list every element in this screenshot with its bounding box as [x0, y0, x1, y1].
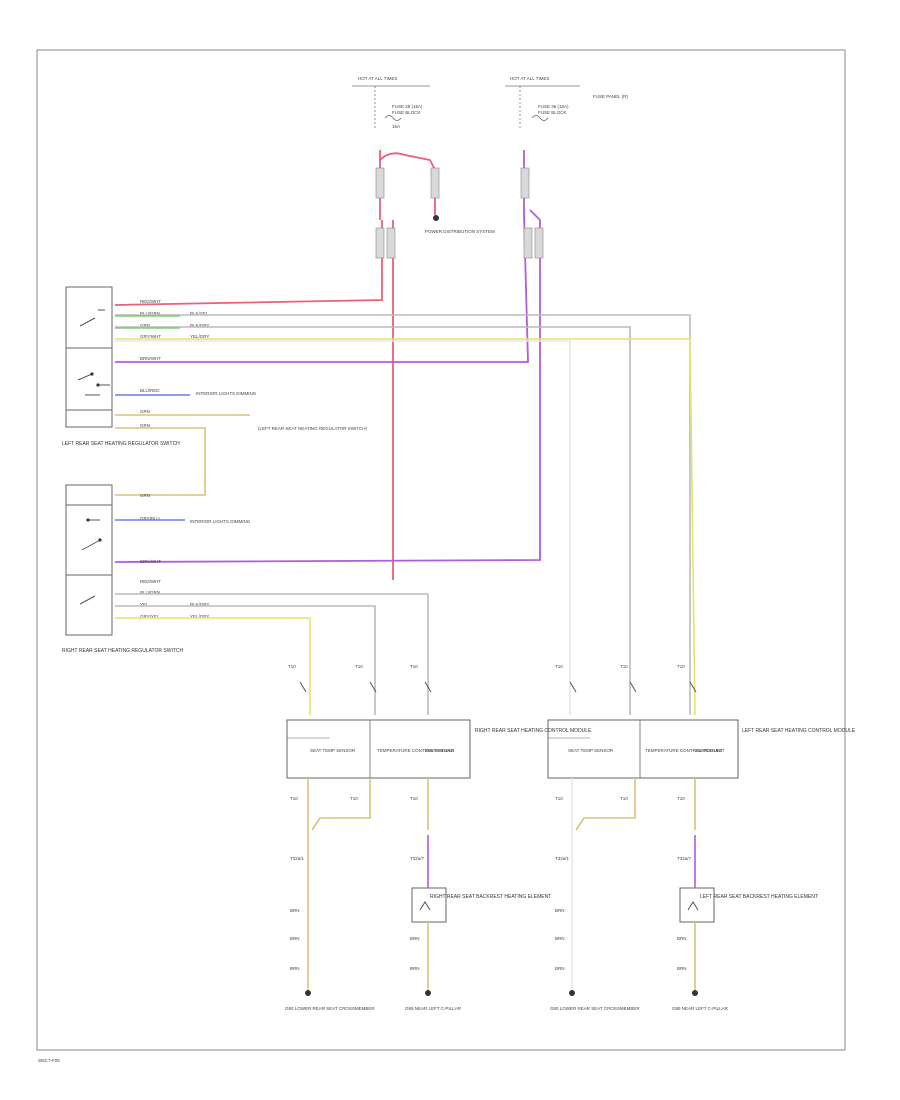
connector-blocks — [375, 167, 544, 259]
svg-text:T10: T10 — [620, 796, 628, 801]
svg-text:T10: T10 — [555, 796, 563, 801]
lm-name: LEFT REAR SEAT HEATING CONTROL MODULE — [742, 728, 856, 734]
svg-text:T10: T10 — [288, 664, 296, 669]
rm-wire-brn2: BRN — [290, 936, 300, 941]
lm-pin-b: T32a/7 — [677, 856, 692, 861]
lm-ground: G80 LOWER REAR SEAT CROSSMEMBER — [550, 1006, 640, 1011]
lm-pin-a: T32a/1 — [555, 856, 570, 861]
ls-dimming-sub: (LEFT REAR SEAT HEATING REGULATOR SWITCH… — [258, 426, 368, 431]
svg-text:T10: T10 — [555, 664, 563, 669]
power-distribution-label: POWER DISTRIBUTION SYSTEM — [425, 229, 495, 234]
ls-dimming: INTERIOR LIGHTS DIMMING — [196, 391, 257, 396]
fuse-right-feed: HOT AT ALL TIMES — [510, 76, 550, 81]
lm-heater: LEFT REAR SEAT BACKREST HEATING ELEMENT — [700, 894, 818, 900]
svg-text:T10: T10 — [350, 796, 358, 801]
ls-tag-1: BLK/YEL — [190, 311, 209, 316]
rs-tag-1: BLK/GRY — [190, 602, 209, 607]
ls-tag-3: YEL/GRY — [190, 334, 209, 339]
rm-pin-a: T32a/1 — [290, 856, 305, 861]
fuse-right-box: FUSE BLOCK — [538, 110, 567, 115]
right-switch: RIGHT REAR SEAT HEATING REGULATOR SWITCH — [62, 484, 184, 654]
ls-wire-8: GRN — [140, 423, 150, 428]
lm-wire-brn2: BRN — [555, 936, 565, 941]
rs-wire-4: RED/WHT — [140, 579, 161, 584]
right-switch-wire-labels: GRN GRY/BLU BRN/WHT RED/WHT BLU/GRN YEL … — [140, 493, 251, 619]
rs-wire-3: BRN/WHT — [140, 559, 161, 564]
violet-wire — [114, 150, 541, 563]
lm-switch: SWITCH UNIT — [695, 748, 725, 753]
ls-wire-5: BRN/WHT — [140, 356, 161, 361]
fuse-left: HOT AT ALL TIMES FUSE 28 (15A) FUSE BLOC… — [352, 76, 430, 130]
lm-wire-brn5: BRN — [677, 966, 687, 971]
svg-text:T10: T10 — [355, 664, 363, 669]
rm-ground: G80 LOWER REAR SEAT CROSSMEMBER — [285, 1006, 375, 1011]
left-module: T10 T10 T10 SEAT TEMP SENSOR TEMPERATURE… — [547, 664, 856, 1011]
rm-pwr: TEMPERATURE CONTROL MODULE — [377, 748, 454, 753]
ls-wire-1: RED/WHT — [140, 299, 161, 304]
right-switch-wires — [115, 519, 429, 715]
lm-wire-brn3: BRN — [555, 966, 565, 971]
fuse-right-label: FUSE 36 (15A) — [538, 104, 569, 109]
lm-wire-brn4: BRN — [677, 936, 687, 941]
svg-text:T10: T10 — [410, 796, 418, 801]
lm-pwr: TEMPERATURE CONTROL MODULE — [645, 748, 722, 753]
left-switch-wire-labels: RED/WHT BLU/GRN GRN GRY/WHT BRN/WHT BLU/… — [140, 299, 368, 431]
ls-wire-4: GRY/WHT — [140, 334, 161, 339]
fuse-right-note: FUSE PANEL (R) — [593, 94, 629, 99]
ls-wire-7: GRN — [140, 409, 150, 414]
power-distribution-dot — [433, 215, 439, 221]
ls-wire-3: GRN — [140, 323, 150, 328]
rs-tag-2: YEL/GRY — [190, 614, 209, 619]
rm-switch: SWITCH UNIT — [425, 748, 455, 753]
svg-text:T10: T10 — [677, 664, 685, 669]
rm-wire-brn3: BRN — [290, 966, 300, 971]
fuse-left-feed: HOT AT ALL TIMES — [358, 76, 398, 81]
fuse-left-label: FUSE 28 (15A) — [392, 104, 423, 109]
svg-text:T10: T10 — [410, 664, 418, 669]
red-power-wire — [114, 150, 436, 580]
left-module-wires — [571, 778, 696, 990]
ls-tag-2: BLK/GRY — [190, 323, 209, 328]
rm-wire-brn: BRN — [290, 908, 300, 913]
rs-wire-2: GRY/BLU — [140, 516, 160, 521]
rm-name: RIGHT REAR SEAT HEATING CONTROL MODULE — [475, 728, 592, 734]
rs-wire-1: GRN — [140, 493, 150, 498]
left-switch: LEFT REAR SEAT HEATING REGULATOR SWITCH — [62, 286, 180, 447]
fuse-right: HOT AT ALL TIMES FUSE 36 (15A) FUSE BLOC… — [505, 76, 629, 130]
right-module: T10 T10 T10 SEAT TEMP SENSOR TEMPERATURE… — [285, 664, 592, 1011]
rm-wire-brn5: BRN — [410, 966, 420, 971]
rm-ground2: G89 NEAR LEFT C-PILLAR — [405, 1006, 462, 1011]
lm-wire-brn: BRN — [555, 908, 565, 913]
rs-wire-5: BLU/GRN — [140, 590, 160, 595]
svg-text:T10: T10 — [620, 664, 628, 669]
ls-wire-2: BLU/GRN — [140, 311, 160, 316]
fuse-left-amps: 15A — [392, 124, 400, 129]
rs-wire-7: GRY/YEL — [140, 614, 160, 619]
lm-ground2: G89 NEAR LEFT C-PILLAR — [672, 1006, 729, 1011]
rs-wire-6: YEL — [140, 602, 149, 607]
left-switch-wires — [115, 314, 696, 716]
svg-text:T10: T10 — [677, 796, 685, 801]
ls-wire-6: BLU/RED — [140, 388, 160, 393]
right-switch-name: RIGHT REAR SEAT HEATING REGULATOR SWITCH — [62, 648, 184, 654]
diagram-frame — [36, 49, 846, 1051]
rm-wire-brn4: BRN — [410, 936, 420, 941]
right-module-wires — [307, 778, 429, 990]
lm-sensor: SEAT TEMP SENSOR — [568, 748, 614, 753]
footer-code: W6C7-F05 — [38, 1058, 60, 1063]
left-switch-name: LEFT REAR SEAT HEATING REGULATOR SWITCH — [62, 441, 180, 447]
rm-pin-b: T32a/7 — [410, 856, 425, 861]
rs-dimming: INTERIOR LIGHTS DIMMING — [190, 519, 251, 524]
rm-sensor: SEAT TEMP SENSOR — [310, 748, 356, 753]
rm-heater: RIGHT REAR SEAT BACKREST HEATING ELEMENT — [430, 894, 551, 900]
svg-text:T10: T10 — [290, 796, 298, 801]
fuse-left-box: FUSE BLOCK — [392, 110, 421, 115]
